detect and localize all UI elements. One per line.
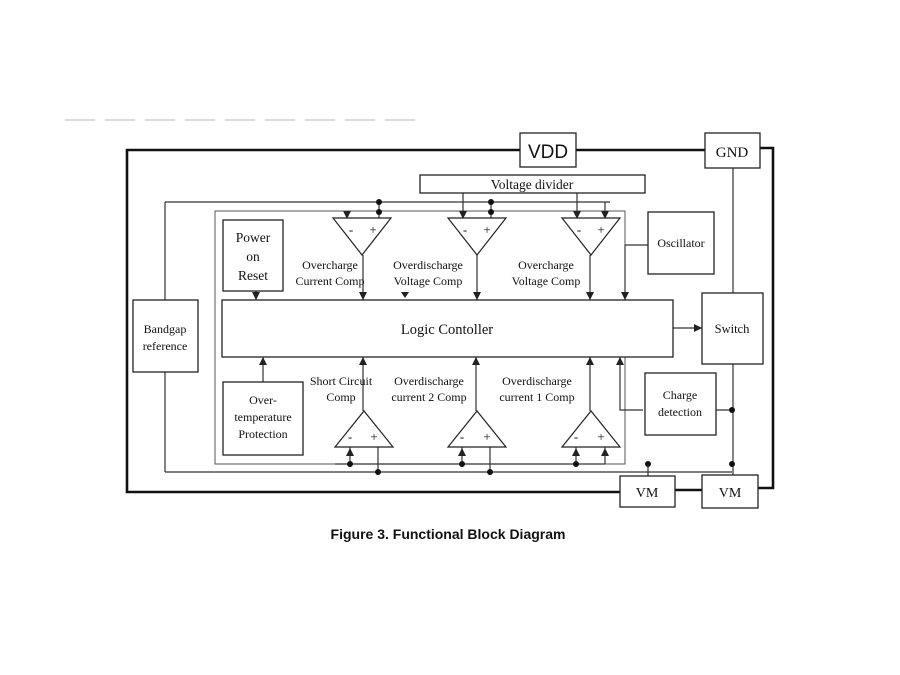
- svg-text:Voltage Comp: Voltage Comp: [512, 274, 581, 288]
- over-temperature-block: Over- temperature Protection: [222, 381, 304, 456]
- junction-dots: [347, 199, 735, 475]
- svg-text:+: +: [483, 429, 490, 444]
- svg-text:Protection: Protection: [238, 427, 287, 441]
- comparator-short-circuit: - + Short Circuit Comp: [310, 374, 395, 448]
- vdd-block: VDD: [519, 132, 577, 168]
- svg-text:Bandgap: Bandgap: [144, 322, 187, 336]
- oscillator-block: Oscillator: [647, 211, 715, 275]
- svg-text:VDD: VDD: [528, 142, 568, 163]
- svg-text:+: +: [483, 222, 490, 237]
- gnd-block: GND: [704, 132, 761, 169]
- figure-caption: Figure 3. Functional Block Diagram: [331, 526, 566, 542]
- svg-text:current 1 Comp: current 1 Comp: [499, 390, 574, 404]
- svg-text:Reset: Reset: [238, 268, 268, 283]
- svg-text:-: -: [348, 429, 352, 444]
- voltage-divider-block: Voltage divider: [419, 174, 646, 194]
- svg-text:VM: VM: [719, 486, 742, 501]
- arrow-heads: [252, 211, 702, 456]
- svg-text:Power: Power: [236, 230, 271, 245]
- svg-text:Current Comp: Current Comp: [296, 274, 365, 288]
- svg-text:-: -: [460, 429, 464, 444]
- svg-text:temperature: temperature: [234, 410, 291, 424]
- comparator-overdischarge-voltage: - + Overdischarge Voltage Comp: [393, 217, 508, 288]
- svg-text:Overcharge: Overcharge: [302, 258, 358, 272]
- svg-text:Overcharge: Overcharge: [518, 258, 574, 272]
- charge-detection-block: Charge detection: [644, 372, 717, 436]
- svg-text:Oscillator: Oscillator: [657, 236, 704, 250]
- svg-text:current 2 Comp: current 2 Comp: [391, 390, 466, 404]
- svg-text:Overdischarge: Overdischarge: [394, 374, 464, 388]
- comparator-overcharge-voltage: - + Overcharge Voltage Comp: [512, 217, 622, 288]
- svg-text:VM: VM: [636, 486, 659, 501]
- comparator-overcharge-current: - + Overcharge Current Comp: [296, 217, 393, 288]
- comparator-overdischarge-current-1: - + Overdischarge current 1 Comp: [499, 374, 622, 448]
- svg-text:Switch: Switch: [715, 322, 750, 336]
- svg-text:Overdischarge: Overdischarge: [393, 258, 463, 272]
- svg-text:reference: reference: [143, 339, 188, 353]
- svg-text:Voltage Comp: Voltage Comp: [394, 274, 463, 288]
- svg-text:-: -: [463, 222, 467, 237]
- svg-text:+: +: [370, 429, 377, 444]
- svg-text:on: on: [246, 249, 260, 264]
- svg-text:+: +: [597, 429, 604, 444]
- svg-text:Short Circuit: Short Circuit: [310, 374, 373, 388]
- power-on-reset-block: Power on Reset: [222, 219, 284, 292]
- vm-right-block: VM: [701, 474, 759, 509]
- svg-text:-: -: [574, 429, 578, 444]
- svg-text:GND: GND: [716, 145, 749, 161]
- logic-controller-block: Logic Contoller: [221, 299, 674, 358]
- svg-text:+: +: [597, 222, 604, 237]
- svg-text:Over-: Over-: [249, 393, 277, 407]
- svg-text:Charge: Charge: [663, 388, 697, 402]
- svg-text:Logic Contoller: Logic Contoller: [401, 322, 493, 338]
- outer-frame: [125, 146, 775, 494]
- svg-text:-: -: [349, 222, 353, 237]
- svg-text:Voltage divider: Voltage divider: [491, 177, 574, 192]
- bandgap-reference-block: Bandgap reference: [132, 299, 199, 373]
- svg-text:Comp: Comp: [326, 390, 355, 404]
- vm-left-block: VM: [619, 475, 676, 508]
- comparator-overdischarge-current-2: - + Overdischarge current 2 Comp: [391, 374, 508, 448]
- svg-text:-: -: [577, 222, 581, 237]
- switch-block: Switch: [701, 292, 764, 365]
- svg-text:detection: detection: [658, 405, 702, 419]
- svg-text:Overdischarge: Overdischarge: [502, 374, 572, 388]
- svg-text:+: +: [369, 222, 376, 237]
